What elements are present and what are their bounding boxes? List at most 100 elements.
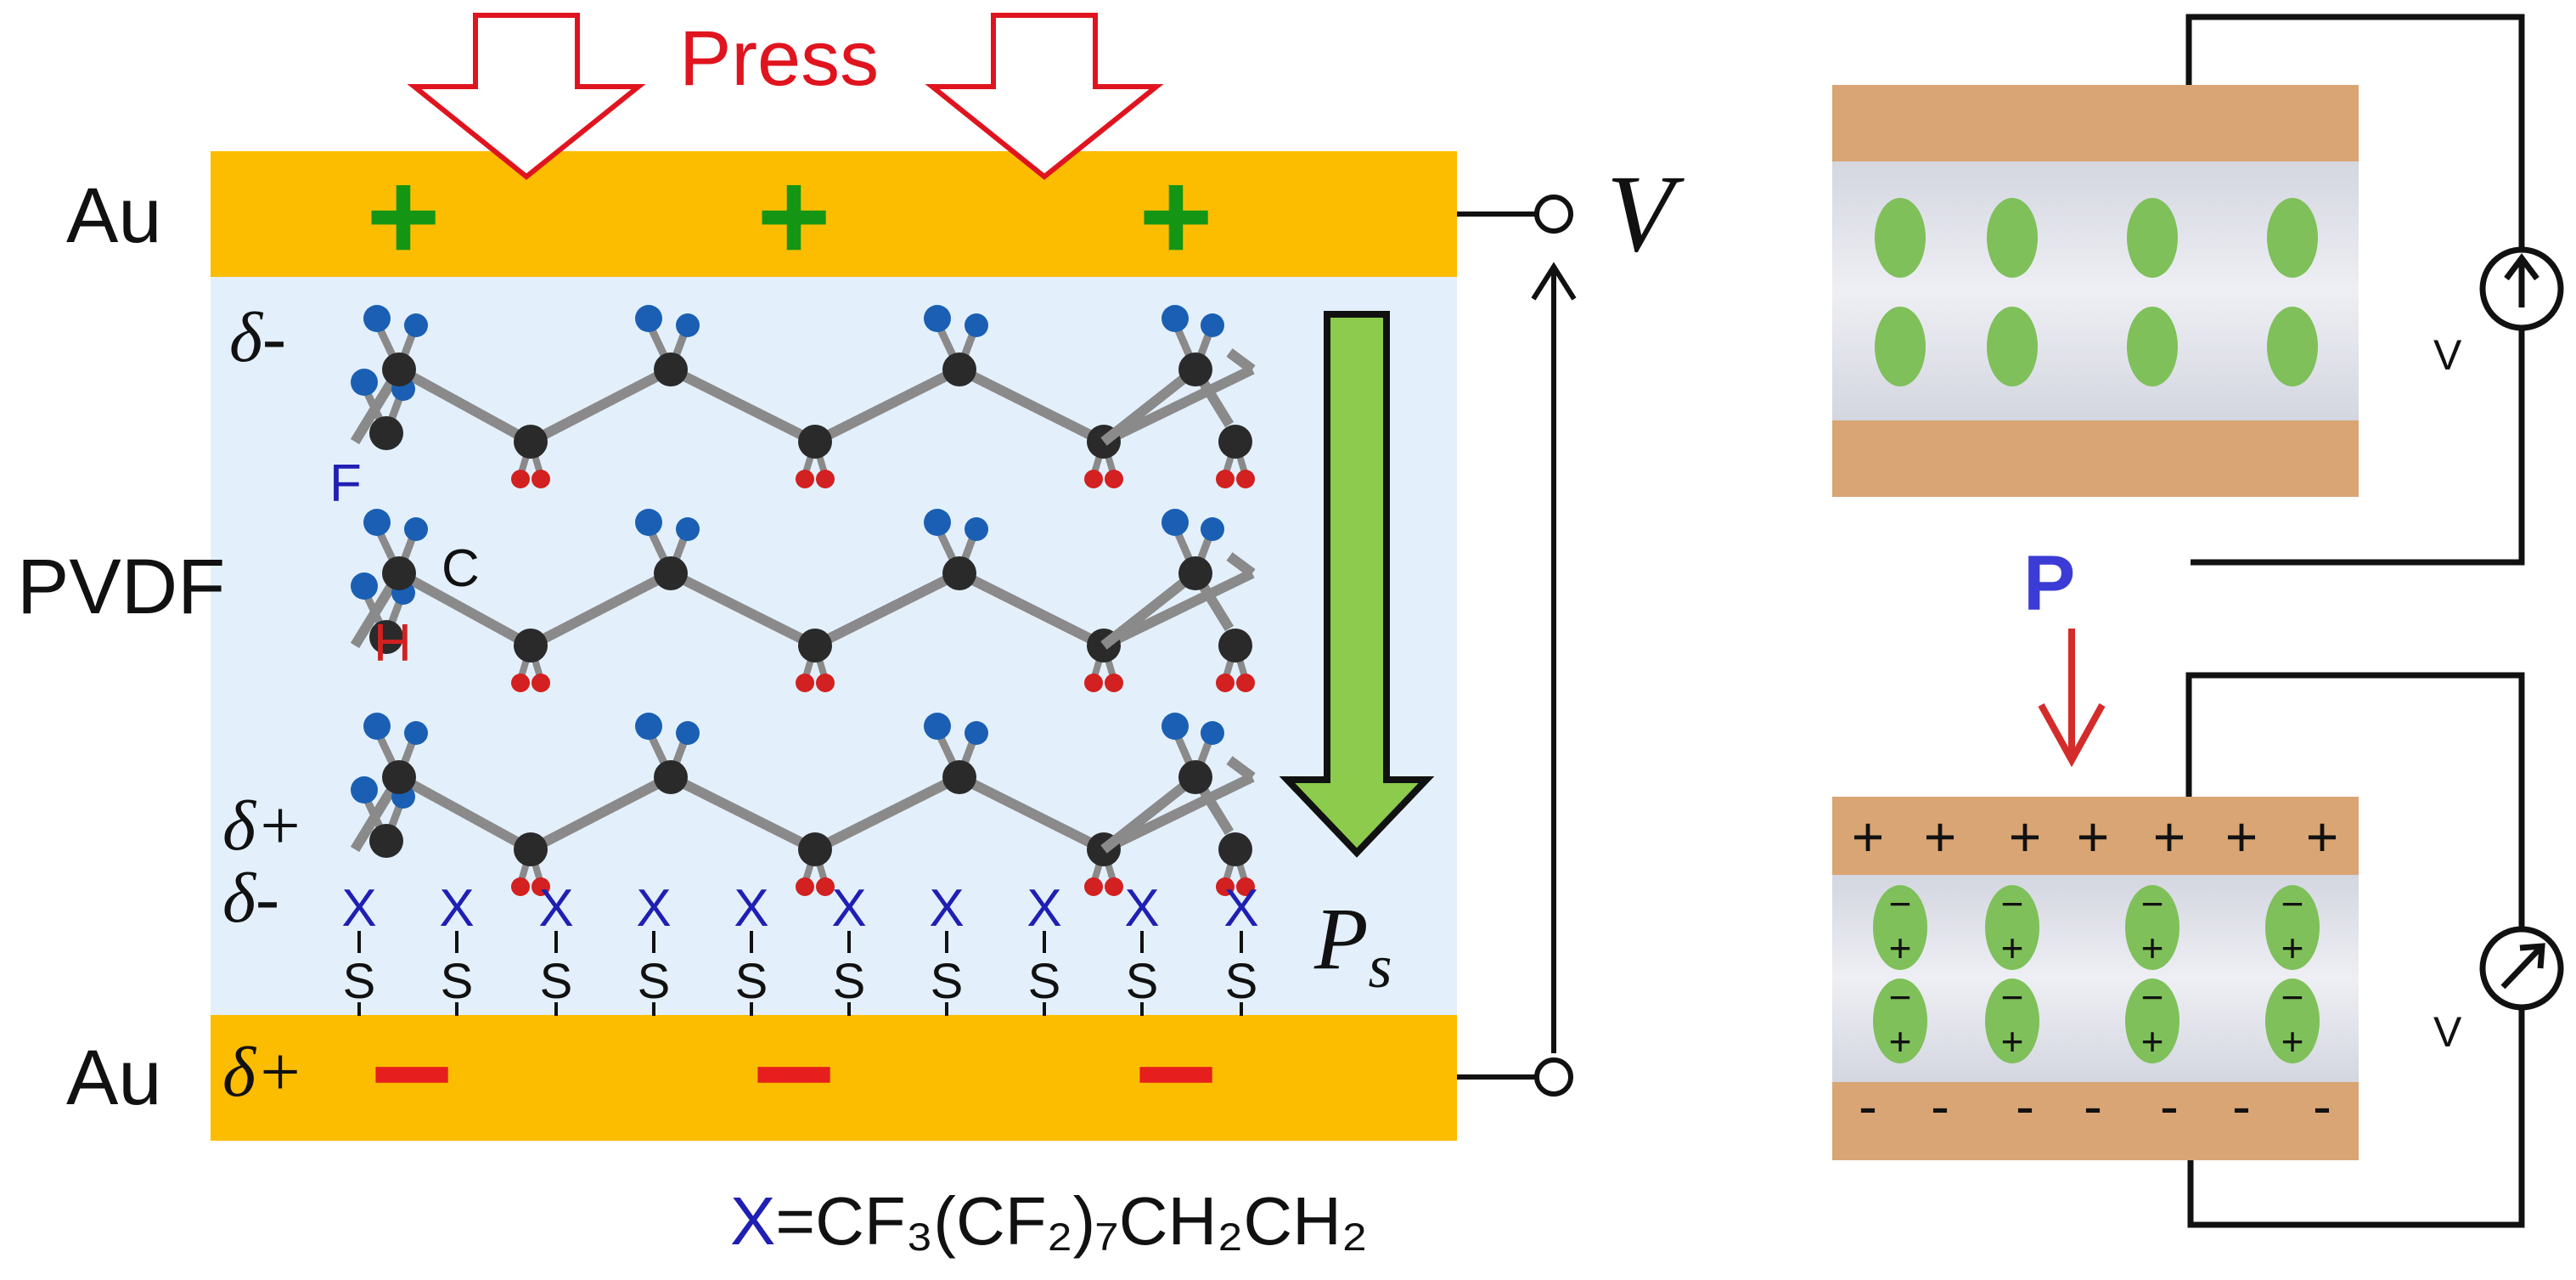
top-plus-sign: + — [756, 144, 831, 287]
carbon-atom — [369, 620, 403, 654]
dipole-ellipse — [1875, 198, 1926, 278]
press-label: Press — [679, 15, 879, 102]
bottom-terminal — [1534, 1057, 1573, 1097]
sam-s-label: S — [931, 954, 964, 1009]
hydrogen-atom — [1084, 470, 1103, 488]
dipole-ellipse — [2265, 978, 2320, 1063]
dipole-plus: + — [2001, 926, 2024, 970]
carbon-atom — [942, 352, 976, 386]
carbon-atom — [514, 425, 548, 459]
induced-plus: + — [2009, 805, 2042, 868]
press-arrow-left — [407, 13, 646, 180]
fluorine-atom — [965, 721, 988, 745]
bottom-minus-sign: − — [1133, 993, 1218, 1154]
top-terminal — [1534, 195, 1573, 234]
carbon-atom — [1218, 425, 1252, 459]
hydrogen-atom — [1236, 470, 1255, 488]
circuit-wire — [2191, 319, 2525, 566]
fluorine-atom — [1161, 509, 1189, 536]
hydrogen-atom — [1105, 877, 1123, 896]
dipole-plus: + — [2281, 926, 2304, 970]
dipole-minus: − — [1889, 975, 1912, 1019]
induced-plus: + — [1924, 805, 1957, 868]
dipole-ellipse — [2265, 885, 2320, 970]
sam-formula: X=CF₃(CF₂)₇CH₂CH₂ — [730, 1183, 1368, 1259]
hydrogen-atom — [511, 877, 530, 896]
carbon-atom — [1178, 760, 1212, 794]
dipole-ellipse — [1987, 198, 2038, 278]
device-top-electrode — [1832, 797, 2359, 875]
fluorine-atom — [676, 721, 700, 745]
hydrogen-atom — [1216, 674, 1235, 692]
dipole-minus: − — [1889, 882, 1912, 926]
carbon-atom — [369, 824, 403, 858]
carbon-atom — [514, 629, 548, 663]
top-electrode-signs: + + + — [366, 144, 1213, 287]
circuit-wire — [2185, 14, 2525, 259]
hydrogen-atom — [1236, 877, 1255, 896]
fluorine-atom — [404, 313, 428, 337]
device-pressed: +++++++ ------- −+−+−+−+−+−+−+−+ V — [1832, 672, 2564, 1228]
sam-s-label: S — [833, 954, 866, 1009]
sam-s-label: S — [1225, 954, 1258, 1009]
induced-minus: - — [2160, 1074, 2179, 1137]
induced-minus: - — [2016, 1074, 2034, 1137]
fluorine-atom — [1201, 517, 1224, 541]
sam-x-label: X — [1026, 879, 1061, 938]
sam-x-label: X — [1223, 879, 1258, 938]
sam-x-label: X — [929, 879, 964, 938]
top-plus-sign: + — [1139, 144, 1213, 287]
carbon-atom — [514, 832, 548, 866]
hydrogen-atom — [1105, 470, 1123, 488]
fluorine-atom — [635, 713, 662, 740]
chain-backbone — [1100, 773, 1199, 854]
sam-s-label: S — [441, 954, 474, 1009]
hydrogen-atom — [532, 674, 550, 692]
sam-x-label: X — [1124, 879, 1159, 938]
dipole-minus: − — [2141, 882, 2164, 926]
sam-s-label: S — [735, 954, 768, 1009]
chain-backbone — [1226, 756, 1256, 781]
meter-needle-head — [2519, 943, 2545, 969]
dipole-minus: − — [2281, 882, 2304, 926]
bottom-minus-sign: − — [369, 993, 453, 1154]
dipole-ellipse — [2127, 198, 2178, 278]
dipole-ellipse — [1875, 307, 1926, 386]
dipole-plus: + — [1889, 926, 1912, 970]
hydrogen-atom — [1105, 674, 1123, 692]
dipole-group — [1875, 198, 2318, 386]
bottom-minus-sign: − — [751, 993, 835, 1154]
pvdf-label: PVDF — [17, 544, 225, 630]
dipole-minus: − — [2281, 975, 2304, 1019]
hydrogen-atom — [532, 470, 550, 488]
dipole-plus: + — [2141, 1019, 2164, 1063]
fluorine-atom — [635, 305, 662, 332]
dipole-ellipse — [2125, 978, 2179, 1063]
fluorine-atom — [404, 721, 428, 745]
carbon-atom — [1218, 629, 1252, 663]
device-top-electrode — [1832, 85, 2359, 161]
hydrogen-atom — [511, 674, 530, 692]
polarization-arrow — [1279, 311, 1435, 858]
hydrogen-atom — [816, 877, 835, 896]
hydrogen-atom — [796, 877, 814, 896]
pressure-arrowhead — [2038, 703, 2106, 768]
hydrogen-atom — [1084, 877, 1103, 896]
chain-backbone — [1226, 552, 1256, 578]
sam-s-label: S — [343, 954, 376, 1009]
hydrogen-atom — [796, 674, 814, 692]
dipole-plus: + — [2141, 926, 2164, 970]
induced-minus: - — [1931, 1074, 1949, 1137]
fluorine-atom — [924, 713, 951, 740]
fluorine-atom — [404, 517, 428, 541]
carbon-atom — [382, 760, 416, 794]
induced-minus: - — [1859, 1074, 1877, 1137]
meter-needle-head — [2504, 253, 2539, 281]
dipole-ellipse — [2267, 198, 2318, 278]
induced-plus: + — [2153, 805, 2186, 868]
device-bottom-electrode — [1832, 420, 2359, 497]
dipole-minus: − — [2001, 975, 2024, 1019]
